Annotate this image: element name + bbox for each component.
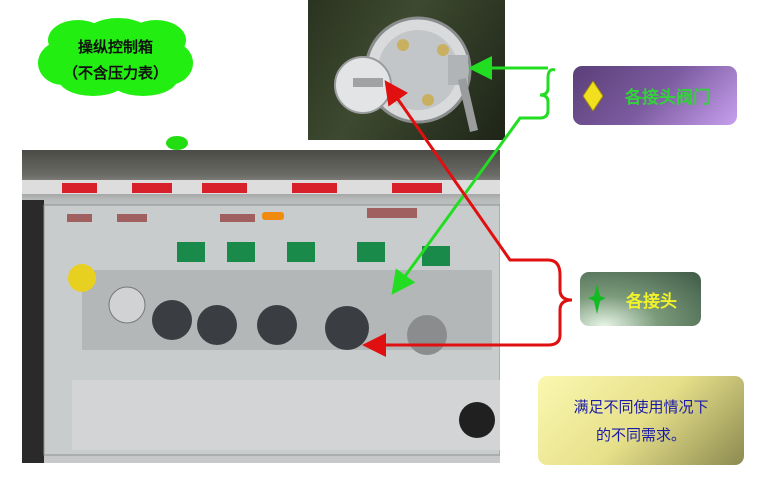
joints-label: 各接头	[626, 291, 677, 312]
joints-label-box: 各接头	[580, 272, 701, 326]
cloud-bubble-1	[166, 136, 188, 150]
red-arrow-cap	[384, 80, 548, 262]
star-icon	[588, 284, 606, 314]
callout-text: 操纵控制箱 （不含压力表）	[38, 34, 193, 86]
green-bracket	[539, 68, 556, 120]
note-line1: 满足不同使用情况下	[573, 397, 709, 416]
green-arrow-handle	[391, 116, 540, 295]
callout-line2: （不含压力表）	[62, 64, 168, 82]
red-bracket	[547, 258, 573, 347]
control-box-photo	[22, 150, 500, 463]
note-box: 满足不同使用情况下 的不同需求。	[538, 376, 744, 465]
note-line2: 的不同需求。	[595, 425, 686, 444]
control-box-illustration	[22, 180, 500, 463]
valves-label-box: 各接头阀门	[573, 66, 737, 125]
callout-cloud	[38, 18, 193, 96]
callout-line1: 操纵控制箱	[77, 38, 153, 56]
valves-label: 各接头阀门	[625, 88, 710, 108]
diamond-icon	[583, 80, 603, 111]
